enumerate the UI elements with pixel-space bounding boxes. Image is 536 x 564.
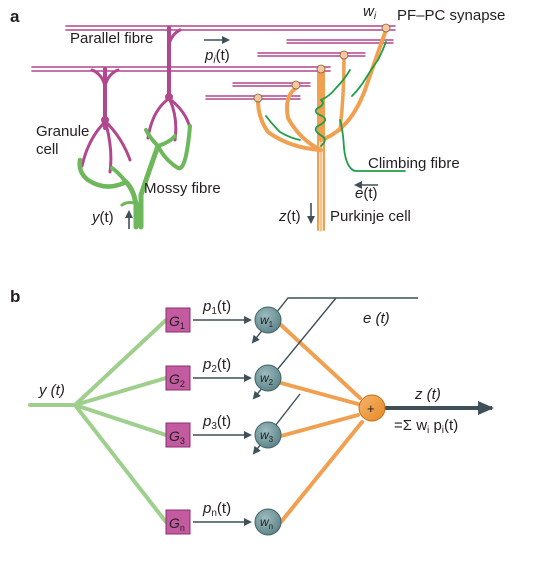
pf-pc-synapse-label: PF–PC synapse — [397, 7, 505, 24]
filter-row-n: Gn pn(t) wn — [165, 500, 282, 536]
mossy-fibre-label: Mossy fibre — [144, 180, 221, 197]
error-label: e (t) — [363, 310, 390, 327]
mossy-fibre — [77, 124, 192, 230]
synapse-knob — [291, 80, 301, 90]
filter-box — [165, 509, 191, 535]
pf-label: p3(t) — [202, 413, 231, 432]
weight-label: wi — [363, 3, 377, 22]
purkinje-cell — [256, 28, 388, 232]
filter-box — [165, 365, 191, 391]
filter-row-2: G2 p2(t) w2 — [165, 356, 282, 392]
weight-node — [254, 306, 282, 334]
parallel-fibre-short-2 — [257, 52, 366, 57]
weight-to-sum-lines — [279, 323, 364, 524]
output-formula: =Σ wi pi(t) — [394, 417, 458, 436]
input-signal-label: y(t) — [91, 209, 114, 226]
pf-label: p1(t) — [202, 298, 231, 317]
filter-label: G2 — [169, 371, 185, 389]
granule-cell-right — [146, 93, 192, 142]
synapse-knob — [253, 93, 263, 103]
filter-row-1: G1 p1(t) w1 — [165, 298, 282, 334]
weight-node — [254, 508, 282, 536]
parallel-fibre-label: Parallel fibre — [70, 30, 153, 47]
weight-node — [254, 364, 282, 392]
sum-node — [358, 394, 386, 422]
input-fan — [28, 318, 168, 524]
filter-box — [165, 307, 191, 333]
output-signal-label: z(t) — [278, 208, 301, 225]
panel-b: b G1 p1(t) — [10, 287, 494, 536]
panel-b-label: b — [10, 287, 20, 306]
synapse-knob — [381, 23, 391, 33]
input-label: y (t) — [38, 382, 65, 399]
filter-label: G3 — [169, 428, 185, 446]
parallel-fibre-mid — [31, 66, 331, 72]
pf-label: pn(t) — [202, 500, 231, 519]
sum-symbol: + — [367, 401, 375, 416]
panel-a-arrows — [125, 36, 378, 229]
pf-pc-synapses — [253, 23, 391, 103]
climbing-fibre — [265, 41, 406, 172]
filter-row-3: G3 p3(t) w3 — [165, 413, 282, 449]
pf-label: p2(t) — [202, 356, 231, 375]
weight-label: wn — [260, 515, 273, 531]
purkinje-cell-label: Purkinje cell — [330, 208, 411, 225]
weight-node — [254, 421, 282, 449]
weight-label: w1 — [260, 313, 274, 329]
panel-a-label: a — [10, 7, 20, 26]
weight-label: w2 — [260, 371, 274, 387]
parallel-fibre-short-4 — [205, 95, 301, 100]
synapse-knob — [339, 50, 349, 60]
error-signal-label: e(t) — [355, 185, 378, 202]
filter-label: G1 — [169, 313, 185, 331]
synapse-knob — [316, 64, 326, 74]
pf-signal-label: pi(t) — [204, 47, 230, 66]
parallel-fibre-short-1 — [286, 39, 394, 44]
filter-box — [165, 422, 191, 448]
climbing-fibre-label: Climbing fibre — [368, 155, 460, 172]
weight-label: w3 — [260, 428, 274, 444]
parallel-fibre-top — [65, 25, 396, 31]
output-label: z (t) — [414, 386, 441, 403]
panel-a: a — [10, 3, 505, 232]
filter-label: Gn — [169, 515, 185, 533]
